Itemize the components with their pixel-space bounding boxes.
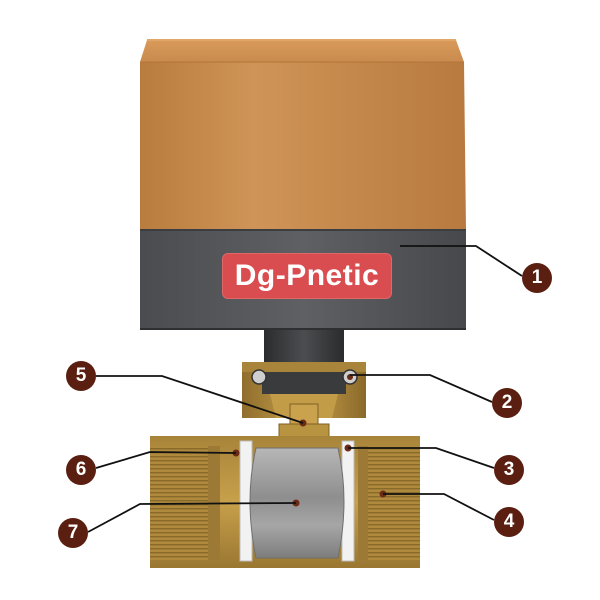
actuator-stem: [264, 330, 344, 366]
leader-line-2: [350, 374, 493, 403]
valve-seats: [239, 440, 355, 562]
actuator-cover: [140, 39, 466, 230]
callout-badge-3: 3: [494, 455, 524, 485]
callout-badge-5: 5: [66, 361, 96, 391]
callout-badge-4: 4: [494, 507, 524, 537]
leader-line-1: [400, 245, 523, 277]
leader-line-4: [383, 493, 495, 521]
callout-badge-1: 1: [522, 263, 552, 293]
leader-line-5: [96, 375, 304, 424]
callout-badge-7: 7: [58, 518, 88, 548]
leader-line-6: [95, 451, 237, 469]
valve-ball: [249, 447, 345, 559]
callout-badge-2: 2: [492, 388, 522, 418]
leader-line-3: [348, 447, 495, 469]
callout-badge-6: 6: [66, 455, 96, 485]
leader-lines: [87, 245, 523, 533]
brand-label: Dg-Pnetic: [222, 253, 392, 299]
leader-line-7: [87, 502, 297, 533]
